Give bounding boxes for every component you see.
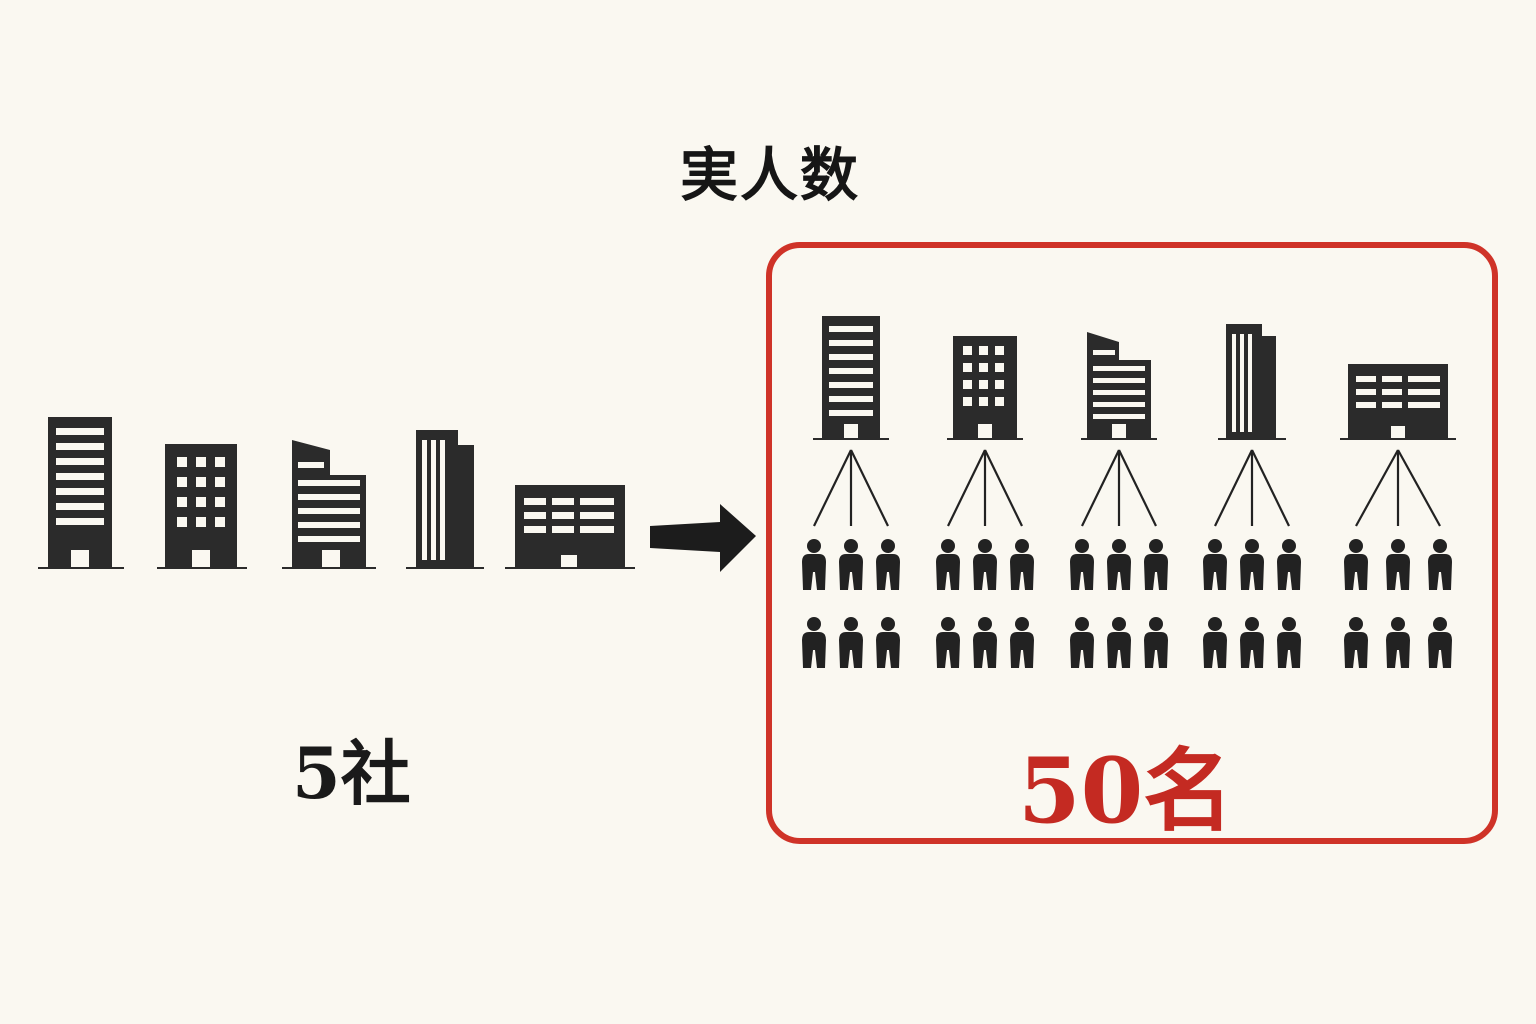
- person-icon: [1107, 539, 1131, 590]
- person-icon: [1203, 617, 1227, 668]
- person-icon: [1144, 617, 1168, 668]
- person-icon: [1070, 539, 1094, 590]
- company-count-label: 5社: [292, 732, 411, 815]
- person-icon: [1386, 617, 1410, 668]
- tree-connector: [813, 449, 889, 527]
- person-icon: [802, 617, 826, 668]
- person-icon: [1277, 539, 1301, 590]
- highlight-box: [766, 242, 1498, 844]
- people-group: [936, 539, 1034, 668]
- company-group: [802, 316, 900, 668]
- tree-connector: [1355, 449, 1441, 527]
- people-group: [1344, 539, 1452, 668]
- person-icon: [1344, 539, 1368, 590]
- person-icon: [1203, 539, 1227, 590]
- person-icon: [936, 617, 960, 668]
- person-icon: [1428, 617, 1452, 668]
- company-people-groups: [802, 316, 1456, 668]
- building-icon: [38, 417, 124, 569]
- tree-connector: [1081, 449, 1157, 527]
- company-group: [1070, 332, 1168, 668]
- person-icon: [1010, 617, 1034, 668]
- arrow-right-icon: [650, 504, 756, 572]
- person-icon: [1386, 539, 1410, 590]
- person-icon: [1010, 539, 1034, 590]
- company-group: [1340, 364, 1456, 668]
- person-icon: [839, 617, 863, 668]
- person-icon: [1107, 617, 1131, 668]
- building-icon: [1081, 332, 1157, 440]
- diagram-title: 実人数: [680, 141, 861, 209]
- building-icon: [947, 336, 1023, 440]
- person-icon: [1144, 539, 1168, 590]
- people-count-label: 50名: [1018, 738, 1234, 844]
- person-icon: [973, 617, 997, 668]
- person-icon: [1428, 539, 1452, 590]
- person-icon: [973, 539, 997, 590]
- person-icon: [876, 617, 900, 668]
- person-icon: [1240, 539, 1264, 590]
- building-icon: [1218, 324, 1286, 440]
- tree-connector: [1214, 449, 1290, 527]
- building-icon: [282, 440, 376, 569]
- person-icon: [876, 539, 900, 590]
- person-icon: [1240, 617, 1264, 668]
- company-group: [936, 336, 1034, 668]
- people-group: [1070, 539, 1168, 668]
- building-icon: [505, 485, 635, 569]
- left-buildings-group: [38, 417, 635, 569]
- building-icon: [157, 444, 247, 569]
- company-group: [1203, 324, 1301, 668]
- tree-connector: [947, 449, 1023, 527]
- people-group: [802, 539, 900, 668]
- person-icon: [802, 539, 826, 590]
- person-icon: [936, 539, 960, 590]
- person-icon: [1070, 617, 1094, 668]
- person-icon: [839, 539, 863, 590]
- building-icon: [406, 430, 484, 569]
- person-icon: [1277, 617, 1301, 668]
- building-icon: [1340, 364, 1456, 440]
- people-group: [1203, 539, 1301, 668]
- person-icon: [1344, 617, 1368, 668]
- building-icon: [813, 316, 889, 440]
